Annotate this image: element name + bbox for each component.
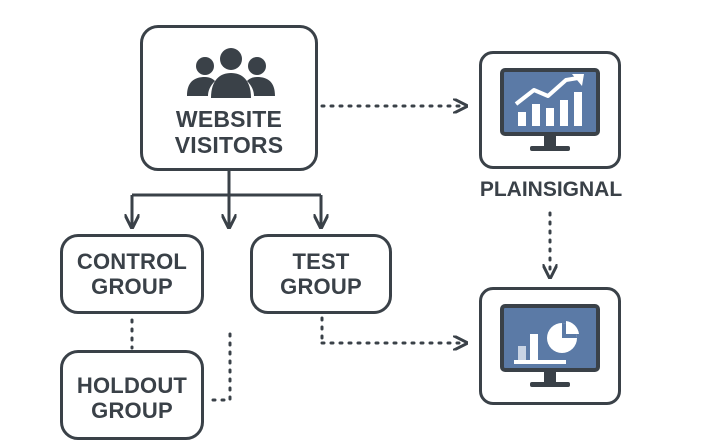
connectors [0,0,720,402]
holdout-label-line1: HOLDOUT [76,373,188,398]
visitors-label-line1: WEBSITE [175,105,283,132]
control-group-node: CONTROL GROUP [60,234,204,314]
analytics-monitor-bottom [479,287,621,405]
control-label-line1: CONTROL [76,248,188,274]
control-label-line2: GROUP [91,274,173,299]
test-label-line1: TEST [292,248,350,274]
test-group-node: TEST GROUP [250,234,392,314]
holdout-label-line2: GROUP [91,398,173,424]
test-label-line2: GROUP [280,274,362,299]
analytics-monitor-top [479,51,621,169]
holdout-group-node: HOLDOUT GROUP [60,350,204,440]
website-visitors-node: WEBSITE VISITORS [140,25,318,171]
users-icon [187,48,275,98]
visitors-label-line2: VISITORS [174,132,284,158]
dotted-line-holdout-path [211,328,232,402]
plainsignal-label: PLAINSIGNAL [479,178,623,201]
line-chart-monitor-icon [500,68,600,151]
bar-pie-chart-monitor-icon [500,304,600,387]
